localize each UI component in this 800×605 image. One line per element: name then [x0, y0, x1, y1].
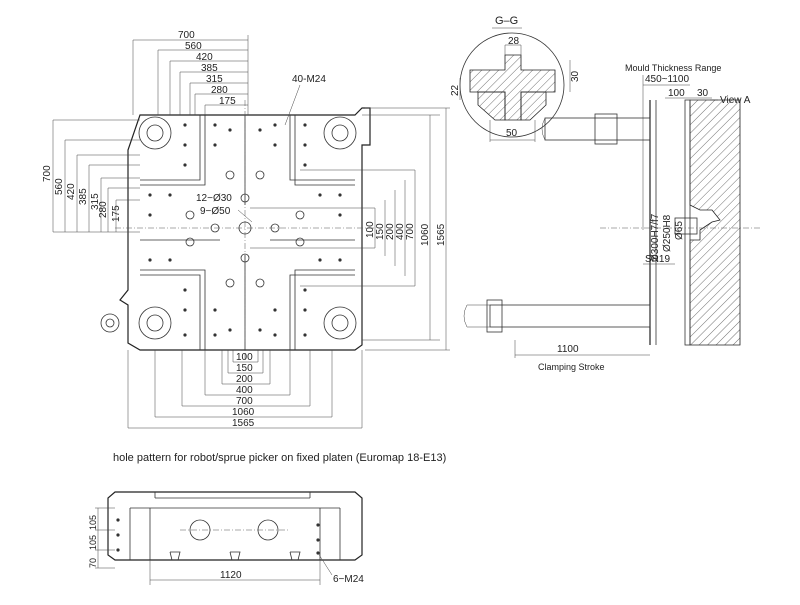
dim-left-560: 560: [54, 178, 65, 195]
robot-hole-view: 70 105 105 1120 6−M24: [88, 491, 364, 585]
platen-front-view: 700 560 420 385 315 280 175 40-M24: [42, 30, 450, 429]
robot-dim-105-a: 105: [88, 535, 98, 550]
dim-right-400: 400: [395, 223, 406, 240]
bottom-dimensions: 100 150 200 400 700 1060 1565: [127, 350, 363, 429]
dim-right-1565: 1565: [436, 223, 447, 246]
dim-top-700: 700: [178, 30, 195, 41]
dim-bottom-700: 700: [236, 396, 253, 407]
clamp-side-view: Mould Thickness Range 450~1100 100 30 Vi…: [463, 63, 760, 372]
dim-left-385: 385: [78, 188, 89, 205]
top-dimensions: 700 560 420 385 315 280 175: [132, 30, 249, 115]
dim-left-280: 280: [98, 201, 109, 218]
gg-dim-50: 50: [506, 128, 518, 139]
tie-bar-hole-br: [323, 306, 357, 340]
sr-19: SR19: [645, 254, 670, 265]
dim-30: 30: [697, 88, 709, 99]
stroke-label: Clamping Stroke: [538, 362, 605, 372]
robot-thread-callout: 6−M24: [333, 574, 364, 585]
tie-bar-hole-tl: [138, 116, 172, 150]
dim-bottom-100: 100: [236, 352, 253, 363]
dim-bottom-400: 400: [236, 385, 253, 396]
section-title: G–G: [495, 15, 518, 27]
dim-right-700: 700: [405, 223, 416, 240]
dim-right-200: 200: [385, 223, 396, 240]
hole-callout-12-d30: 12−Ø30: [196, 193, 232, 204]
thread-callout-40-m24: 40-M24: [292, 74, 326, 85]
dim-top-560: 560: [185, 41, 202, 52]
robot-caption: hole pattern for robot/sprue picker on f…: [113, 452, 446, 464]
dim-bottom-150: 150: [236, 363, 253, 374]
section-g-g: G–G 28 30 22 50: [450, 15, 581, 142]
mould-thickness-value: 450~1100: [645, 74, 689, 85]
dim-bottom-200: 200: [236, 374, 253, 385]
stroke-value: 1100: [557, 344, 579, 355]
dim-top-420: 420: [196, 52, 213, 63]
dim-left-420: 420: [66, 183, 77, 200]
gg-dim-28: 28: [508, 36, 520, 47]
hole-callout-9-d50: 9−Ø50: [200, 206, 231, 217]
thread-hole-pattern: [148, 123, 342, 337]
gg-dim-30: 30: [570, 70, 581, 82]
dim-bottom-1060: 1060: [232, 407, 255, 418]
tie-bar-hole-tr: [323, 116, 357, 150]
dim-top-175: 175: [219, 96, 236, 107]
dim-right-1060: 1060: [420, 223, 431, 246]
dim-right-100: 100: [365, 221, 376, 238]
fixed-platen-section: [689, 99, 741, 346]
tie-bar-hole-bl: [138, 306, 172, 340]
gg-dim-22: 22: [450, 84, 461, 96]
lifting-eye: [100, 313, 120, 333]
dim-100: 100: [668, 88, 685, 99]
dim-left-175: 175: [111, 205, 122, 222]
mould-thickness-label: Mould Thickness Range: [625, 63, 721, 73]
robot-dim-70: 70: [88, 558, 98, 568]
dia-250: Ø250H8: [662, 214, 673, 252]
left-dimensions: 700 560 420 385 315 280 175: [42, 119, 140, 233]
dim-top-385: 385: [201, 63, 218, 74]
robot-dim-105-b: 105: [88, 515, 98, 530]
dia-300: Ø300H7/f7: [650, 213, 661, 262]
dim-left-315: 315: [90, 193, 101, 210]
dim-right-150: 150: [375, 223, 386, 240]
dim-bottom-1565: 1565: [232, 418, 255, 429]
robot-dim-1120: 1120: [220, 570, 242, 581]
dia-65: Ø65: [674, 221, 685, 240]
center-hole: [238, 221, 252, 235]
dim-top-315: 315: [206, 74, 223, 85]
dim-top-280: 280: [211, 85, 228, 96]
right-dimensions: 100 150 200 400 700 1060 1565: [250, 107, 450, 351]
dim-left-700: 700: [42, 165, 53, 182]
